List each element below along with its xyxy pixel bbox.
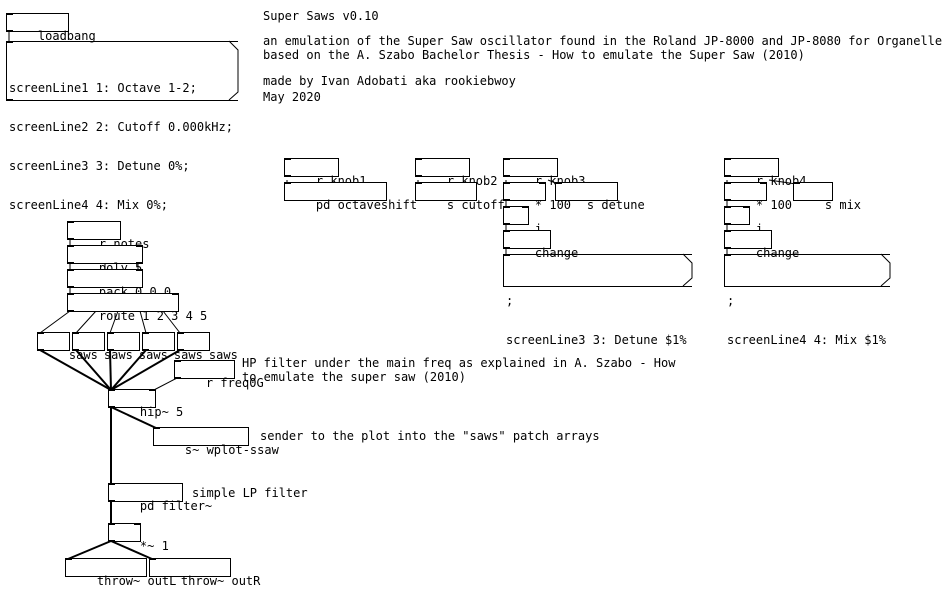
saws-voice-4[interactable]: saws [142, 332, 203, 362]
screen-mix-message[interactable]: ; screenLine4 4: Mix $1% [724, 253, 891, 347]
multiply-100-knob4-object[interactable]: * 100 [724, 182, 792, 212]
s-wplot-ssaw-label: s~ wplot-ssaw [184, 443, 279, 457]
description-line-2: based on the A. Szabo Bachelor Thesis - … [263, 48, 805, 62]
s-detune-object[interactable]: s detune [555, 182, 645, 212]
int-knob4-label: i [755, 222, 764, 236]
screen-detune-line-2: screenLine3 3: Detune $1% [506, 333, 687, 347]
r-knob3-object[interactable]: r knob3 [503, 158, 585, 188]
saws-voice-2[interactable]: saws [72, 332, 133, 362]
r-knob1-object[interactable]: r knob1 [284, 158, 366, 188]
s-wplot-ssaw-object[interactable]: s~ wplot-ssaw [153, 427, 279, 457]
change-knob3-label: change [534, 246, 579, 260]
r-knob2-object[interactable]: r knob2 [415, 158, 497, 188]
loadbang-object[interactable]: loadbang [6, 13, 96, 43]
saws-voice-5[interactable]: saws [177, 332, 238, 362]
int-knob3-object[interactable]: i [503, 206, 542, 236]
description-line-1: an emulation of the Super Saw oscillator… [263, 34, 942, 48]
route-object[interactable]: route 1 2 3 4 5 [67, 293, 207, 323]
s-cutoff-label: s cutoff [446, 198, 505, 212]
s-mix-label: s mix [824, 198, 862, 212]
throw-outr-object[interactable]: throw~ outR [149, 558, 260, 588]
pd-filter-label: pd filter~ [139, 499, 213, 513]
r-knob4-object[interactable]: r knob4 [724, 158, 806, 188]
s-cutoff-object[interactable]: s cutoff [415, 182, 505, 212]
screen-init-message[interactable]: screenLine1 1: Octave 1-2; screenLine2 2… [6, 40, 239, 212]
patch-title: Super Saws v0.10 [263, 9, 379, 23]
multiply-signal-object[interactable]: *~ 1 [108, 523, 169, 553]
multiply-signal-label: *~ 1 [139, 539, 169, 553]
throw-outl-object[interactable]: throw~ outL [65, 558, 176, 588]
multiply-100-knob4-label: * 100 [755, 198, 793, 212]
multiply-100-knob3-object[interactable]: * 100 [503, 182, 571, 212]
loadbang-label: loadbang [37, 29, 96, 43]
r-freq0g-label: r freq0G [205, 376, 264, 390]
saws-voice-4-label: saws [174, 348, 203, 362]
message-flag [682, 253, 693, 287]
screen-detune-line-1: ; [506, 294, 514, 308]
int-knob4-object[interactable]: i [724, 206, 763, 236]
pd-octaveshift-label: pd octaveshift [315, 198, 418, 212]
throw-outl-label: throw~ outL [96, 574, 177, 588]
screen-init-line-4: screenLine4 4: Mix 0%; [9, 198, 168, 212]
saws-voice-1[interactable]: saws [37, 332, 98, 362]
poly-object[interactable]: poly 5 [67, 245, 143, 275]
throw-outr-label: throw~ outR [180, 574, 261, 588]
change-knob4-label: change [755, 246, 800, 260]
message-flag [228, 40, 239, 101]
hp-filter-comment-line-1: HP filter under the main freq as explain… [242, 356, 676, 370]
saws-voice-2-label: saws [104, 348, 133, 362]
screen-init-line-3: screenLine3 3: Detune 0%; [9, 159, 190, 173]
s-detune-label: s detune [586, 198, 645, 212]
pack-object[interactable]: pack 0 0 0 [67, 269, 171, 299]
saws-voice-1-label: saws [69, 348, 98, 362]
saws-voice-3-label: saws [139, 348, 168, 362]
sender-comment: sender to the plot into the "saws" patch… [260, 429, 600, 443]
hp-filter-comment-line-2: to emulate the super saw (2010) [242, 370, 466, 384]
screen-detune-message[interactable]: ; screenLine3 3: Detune $1% [503, 253, 693, 347]
patch-cords [8, 32, 797, 560]
lp-filter-comment: simple LP filter [192, 486, 308, 500]
r-freq0g-object[interactable]: r freq0G [174, 360, 264, 390]
change-knob3-object[interactable]: change [503, 230, 578, 260]
screen-init-line-2: screenLine2 2: Cutoff 0.000kHz; [9, 120, 233, 134]
int-knob3-label: i [534, 222, 543, 236]
screen-mix-line-2: screenLine4 4: Mix $1% [727, 333, 886, 347]
multiply-100-knob3-label: * 100 [534, 198, 572, 212]
change-knob4-object[interactable]: change [724, 230, 799, 260]
screen-init-line-1: screenLine1 1: Octave 1-2; [9, 81, 197, 95]
pd-filter-object[interactable]: pd filter~ [108, 483, 212, 513]
route-label: route 1 2 3 4 5 [98, 309, 208, 323]
s-mix-object[interactable]: s mix [793, 182, 861, 212]
author-credit: made by Ivan Adobati aka rookiebwoy [263, 74, 516, 88]
saws-voice-3[interactable]: saws [107, 332, 168, 362]
patch-date: May 2020 [263, 90, 321, 104]
message-flag [880, 253, 891, 287]
saws-voice-5-label: saws [208, 348, 238, 362]
hip-filter-label: hip~ 5 [139, 405, 184, 419]
pd-octaveshift-object[interactable]: pd octaveshift [284, 182, 417, 212]
r-notes-object[interactable]: r notes [67, 221, 149, 251]
screen-mix-line-1: ; [727, 294, 735, 308]
hip-filter-object[interactable]: hip~ 5 [108, 389, 183, 419]
